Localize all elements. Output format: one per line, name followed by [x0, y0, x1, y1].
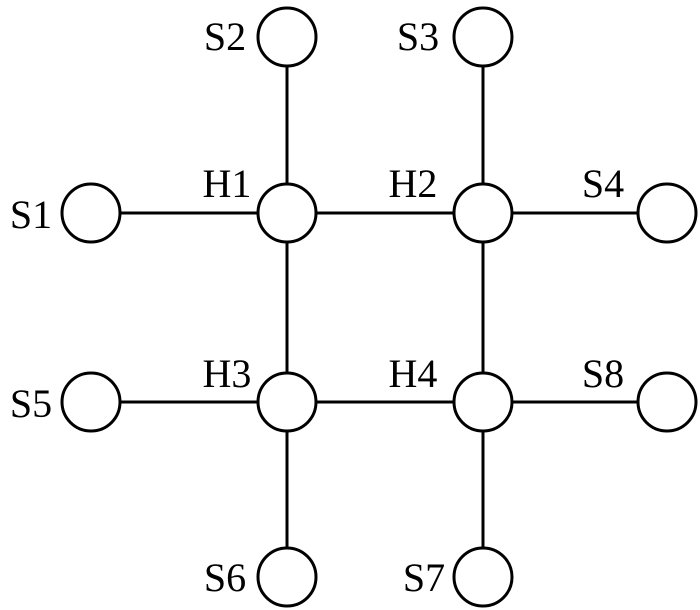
label-h4: H4 — [389, 351, 438, 396]
node-s5 — [60, 371, 122, 433]
node-h1 — [256, 182, 318, 244]
node-s2 — [256, 6, 318, 68]
node-s3 — [452, 6, 514, 68]
label-h2: H2 — [389, 161, 438, 206]
node-h2 — [452, 182, 514, 244]
label-s8: S8 — [582, 351, 624, 396]
node-s6 — [256, 546, 318, 608]
node-s1 — [60, 182, 122, 244]
node-s8 — [636, 371, 698, 433]
node-s7 — [452, 546, 514, 608]
label-s4: S4 — [582, 161, 624, 206]
node-s4 — [636, 182, 698, 244]
node-h3 — [256, 371, 318, 433]
label-h1: H1 — [203, 161, 252, 206]
label-s6: S6 — [204, 555, 246, 600]
label-h3: H3 — [203, 351, 252, 396]
label-s7: S7 — [403, 555, 445, 600]
nodes — [60, 6, 698, 608]
node-h4 — [452, 371, 514, 433]
label-s5: S5 — [10, 381, 52, 426]
label-s3: S3 — [397, 14, 439, 59]
label-s2: S2 — [204, 14, 246, 59]
label-s1: S1 — [10, 192, 52, 237]
edges — [91, 37, 667, 577]
